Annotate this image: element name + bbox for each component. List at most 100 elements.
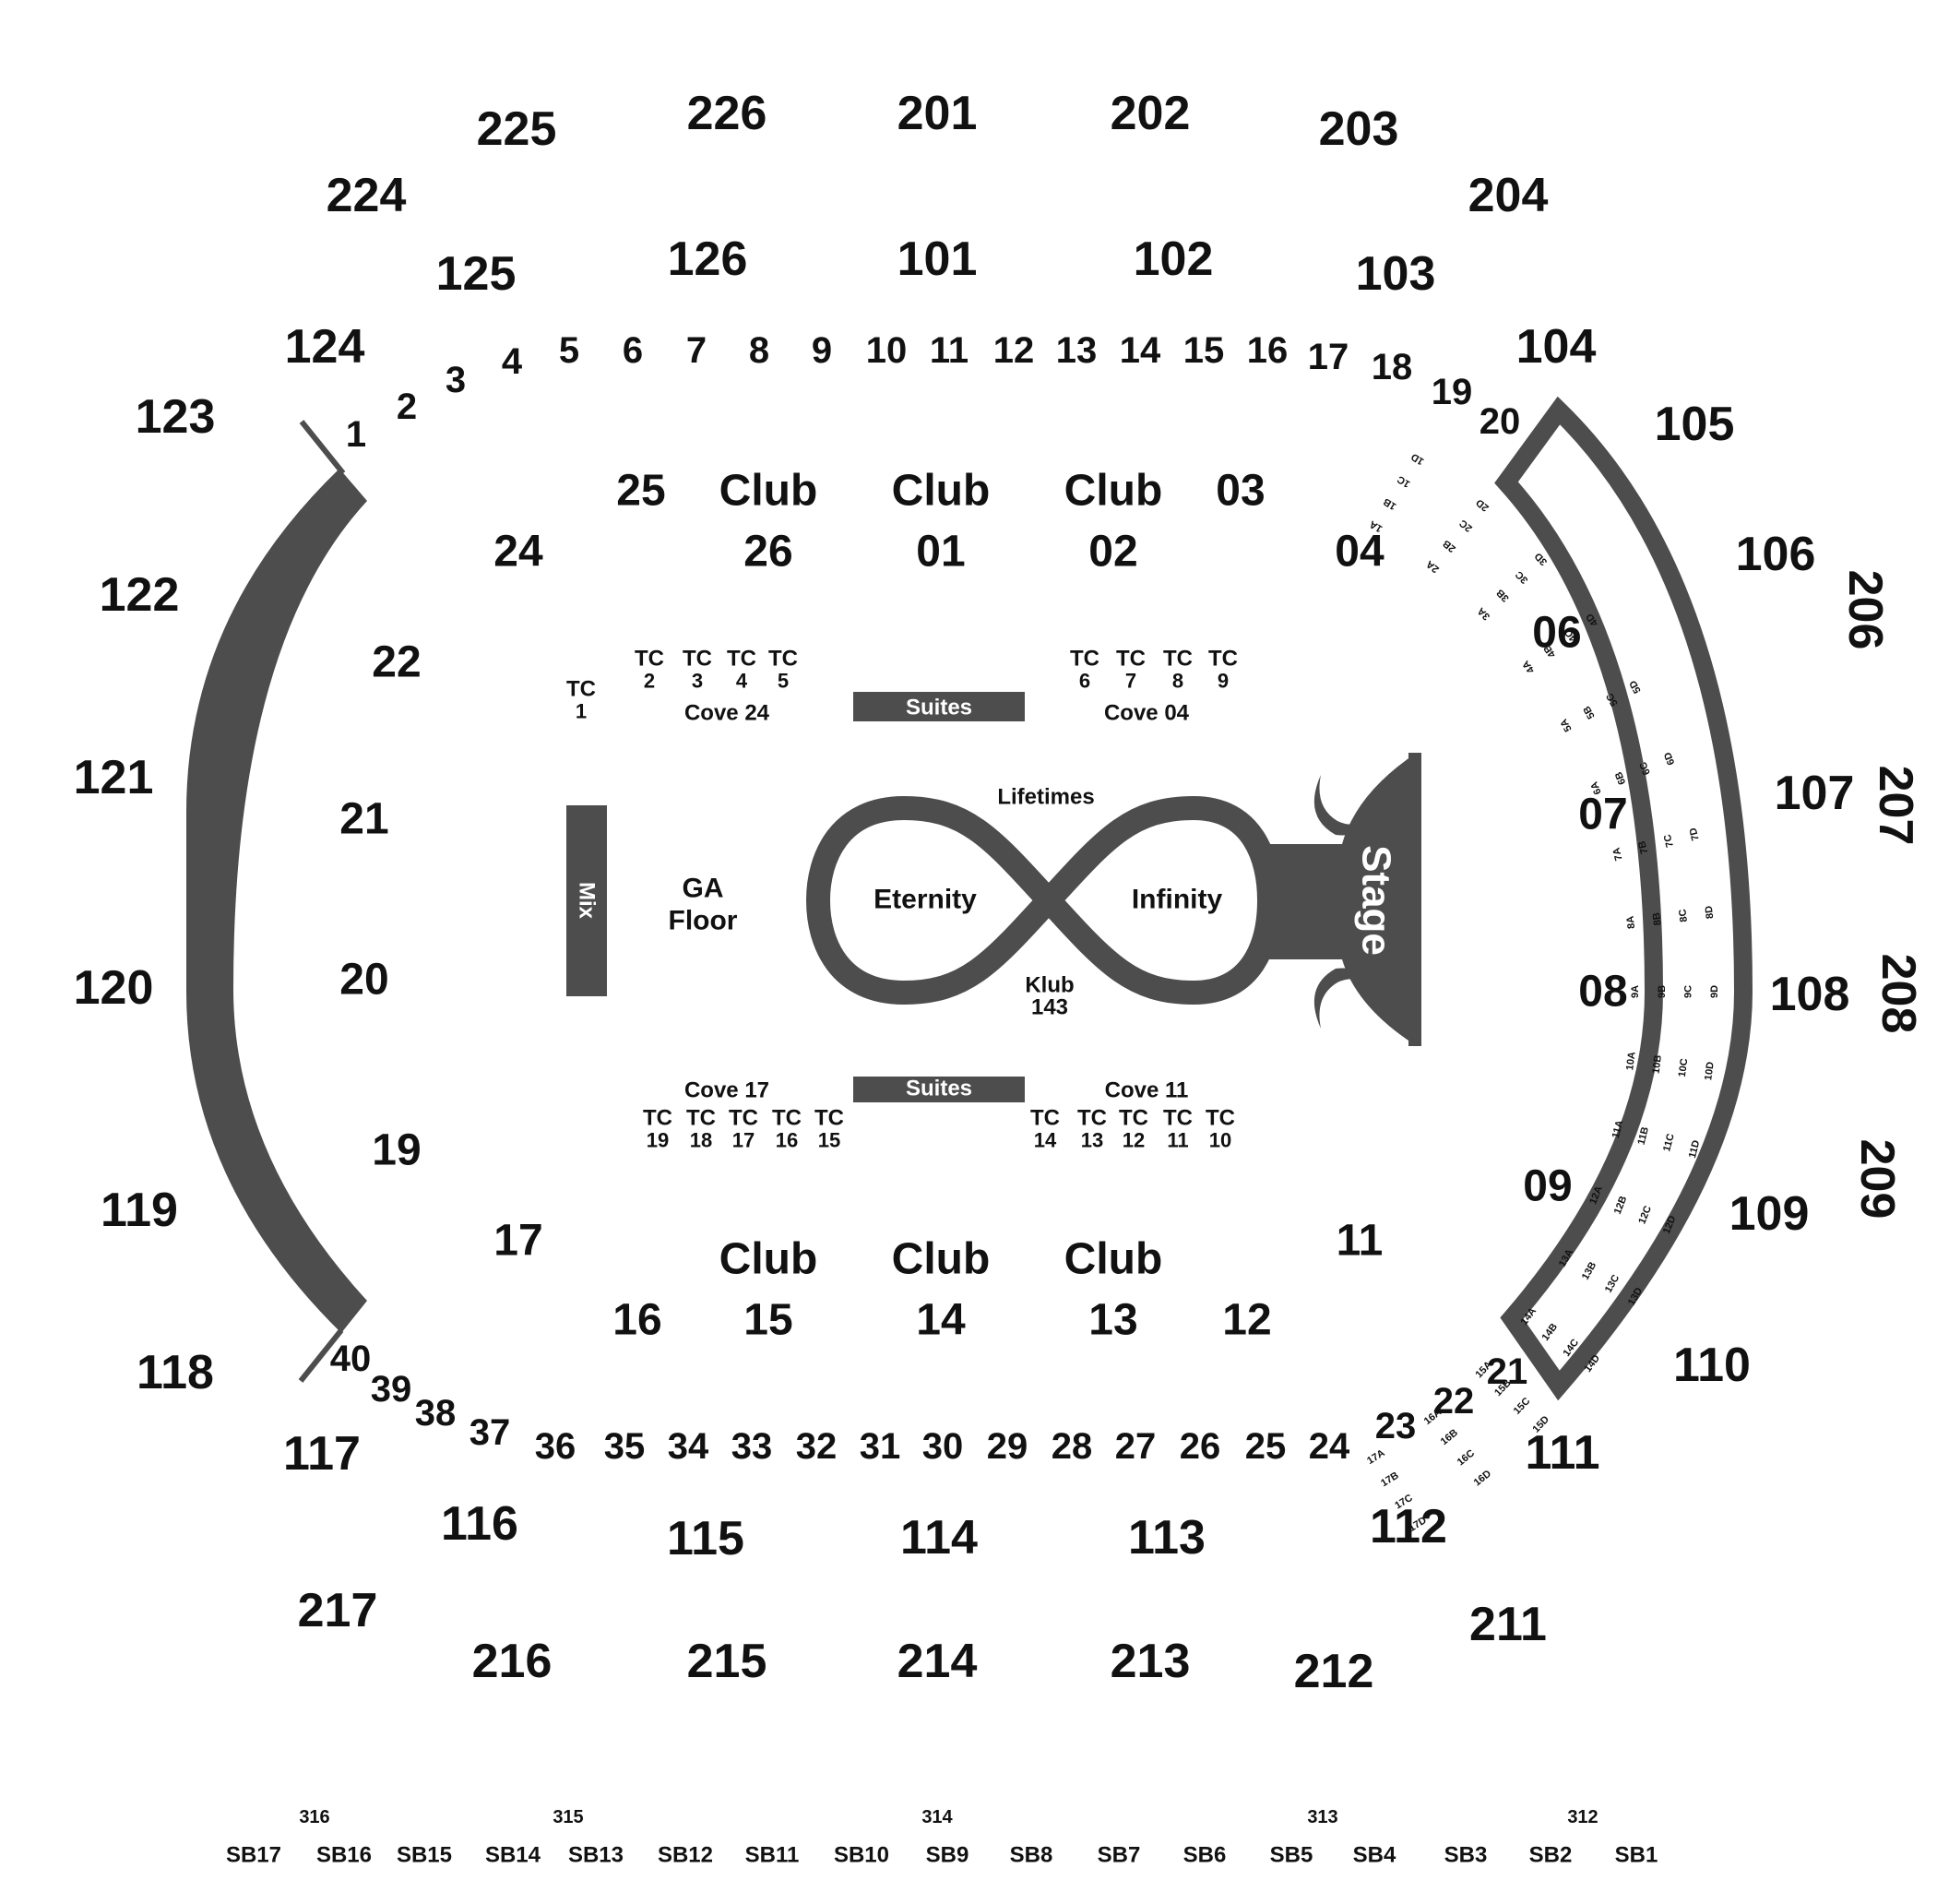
section-118[interactable]: 118 xyxy=(137,1346,214,1399)
inner-section-02-club[interactable]: Club xyxy=(1064,467,1163,516)
section-204[interactable]: 204 xyxy=(1468,169,1549,222)
floor-section-14[interactable]: 14 xyxy=(1120,330,1161,371)
table-18-number[interactable]: 18 xyxy=(690,1129,712,1152)
box-3D[interactable]: 3D xyxy=(1533,551,1550,567)
klub-label-1[interactable]: Klub xyxy=(1025,973,1074,998)
section-107[interactable]: 107 xyxy=(1775,767,1855,820)
floor-section-15[interactable]: 15 xyxy=(1183,330,1225,371)
inner-section-24[interactable]: 24 xyxy=(493,528,543,577)
inner-section-08[interactable]: 08 xyxy=(1578,968,1627,1017)
section-121[interactable]: 121 xyxy=(74,751,154,804)
table-2[interactable]: TC xyxy=(635,647,664,672)
floor-section-10[interactable]: 10 xyxy=(866,330,908,371)
floor-section-38[interactable]: 38 xyxy=(415,1393,457,1434)
box-1D[interactable]: 1D xyxy=(1409,451,1426,468)
table-7-number[interactable]: 7 xyxy=(1125,670,1136,693)
section-114[interactable]: 114 xyxy=(900,1511,978,1565)
inner-section-07[interactable]: 07 xyxy=(1578,791,1627,839)
box-8D[interactable]: 8D xyxy=(1704,905,1717,920)
table-1[interactable]: TC xyxy=(566,677,596,702)
section-125[interactable]: 125 xyxy=(436,247,517,301)
skybox-SB8[interactable]: SB8 xyxy=(1010,1843,1053,1868)
box-2D[interactable]: 2D xyxy=(1474,496,1491,513)
inner-section-13-club[interactable]: Club xyxy=(1064,1235,1163,1284)
floor-section-37[interactable]: 37 xyxy=(469,1412,511,1453)
skybox-SB16[interactable]: SB16 xyxy=(316,1843,372,1868)
box-17A[interactable]: 17A xyxy=(1365,1447,1387,1467)
inner-section-09[interactable]: 09 xyxy=(1523,1162,1572,1211)
box-6A[interactable]: 6A xyxy=(1588,779,1603,796)
section-106[interactable]: 106 xyxy=(1736,528,1816,581)
section-116[interactable]: 116 xyxy=(441,1497,518,1551)
section-112[interactable]: 112 xyxy=(1370,1500,1447,1553)
table-9-number[interactable]: 9 xyxy=(1218,670,1229,693)
section-113[interactable]: 113 xyxy=(1128,1511,1206,1565)
section-315[interactable]: 315 xyxy=(553,1807,583,1827)
box-15C[interactable]: 15C xyxy=(1512,1396,1533,1417)
section-202[interactable]: 202 xyxy=(1111,87,1191,140)
floor-section-9[interactable]: 9 xyxy=(812,330,832,371)
box-9D[interactable]: 9D xyxy=(1709,985,1720,998)
table-1-number[interactable]: 1 xyxy=(576,700,587,723)
box-5C[interactable]: 5C xyxy=(1604,691,1620,708)
section-109[interactable]: 109 xyxy=(1729,1187,1810,1241)
floor-section-13[interactable]: 13 xyxy=(1056,330,1098,371)
floor-section-25[interactable]: 25 xyxy=(1245,1426,1287,1467)
table-2-number[interactable]: 2 xyxy=(644,670,655,693)
section-226[interactable]: 226 xyxy=(687,87,767,140)
inner-section-03[interactable]: 03 xyxy=(1216,467,1265,516)
skybox-SB10[interactable]: SB10 xyxy=(834,1843,889,1868)
table-15-number[interactable]: 15 xyxy=(818,1129,840,1152)
inner-section-01-club[interactable]: Club xyxy=(892,467,991,516)
inner-section-06[interactable]: 06 xyxy=(1532,609,1581,658)
cove-4[interactable]: Cove 11 xyxy=(1105,1078,1189,1103)
inner-section-15-club[interactable]: Club xyxy=(719,1235,818,1284)
box-11B[interactable]: 11B xyxy=(1636,1125,1652,1146)
table-10-number[interactable]: 10 xyxy=(1209,1129,1231,1152)
skybox-SB2[interactable]: SB2 xyxy=(1529,1843,1573,1868)
box-5B[interactable]: 5B xyxy=(1581,704,1597,720)
box-11A[interactable]: 11A xyxy=(1610,1119,1626,1139)
table-5[interactable]: TC xyxy=(768,647,798,672)
section-110[interactable]: 110 xyxy=(1673,1339,1751,1392)
klub-label-2[interactable]: 143 xyxy=(1031,995,1068,1020)
table-16-number[interactable]: 16 xyxy=(776,1129,798,1152)
floor-section-1[interactable]: 1 xyxy=(346,414,366,455)
box-11C[interactable]: 11C xyxy=(1661,1133,1677,1153)
box-6C[interactable]: 6C xyxy=(1637,760,1652,777)
inner-section-13[interactable]: 13 xyxy=(1088,1296,1137,1345)
table-12-number[interactable]: 12 xyxy=(1123,1129,1145,1152)
floor-section-35[interactable]: 35 xyxy=(604,1426,646,1467)
table-8[interactable]: TC xyxy=(1163,647,1193,672)
floor-section-18[interactable]: 18 xyxy=(1372,347,1413,387)
table-18[interactable]: TC xyxy=(686,1106,716,1131)
inner-section-11[interactable]: 11 xyxy=(1337,1217,1384,1266)
inner-section-01[interactable]: 01 xyxy=(916,528,965,577)
box-9A[interactable]: 9A xyxy=(1630,985,1641,998)
box-5D[interactable]: 5D xyxy=(1627,678,1643,695)
section-213[interactable]: 213 xyxy=(1111,1635,1191,1688)
inner-section-02[interactable]: 02 xyxy=(1088,528,1137,577)
box-2A[interactable]: 2A xyxy=(1424,558,1442,575)
section-117[interactable]: 117 xyxy=(283,1427,361,1481)
ga-floor-label-1[interactable]: GA xyxy=(683,874,724,904)
box-9C[interactable]: 9C xyxy=(1682,985,1693,998)
inner-section-21[interactable]: 21 xyxy=(339,795,388,844)
box-7C[interactable]: 7C xyxy=(1662,833,1676,849)
inner-section-22[interactable]: 22 xyxy=(372,638,421,687)
box-10C[interactable]: 10C xyxy=(1677,1058,1690,1078)
table-11[interactable]: TC xyxy=(1163,1106,1193,1131)
table-16[interactable]: TC xyxy=(772,1106,802,1131)
box-10A[interactable]: 10A xyxy=(1624,1051,1637,1071)
box-16D[interactable]: 16D xyxy=(1472,1469,1493,1489)
floor-section-17[interactable]: 17 xyxy=(1308,337,1349,377)
table-8-number[interactable]: 8 xyxy=(1172,670,1183,693)
floor-section-4[interactable]: 4 xyxy=(502,341,523,382)
inner-section-20[interactable]: 20 xyxy=(339,956,388,1005)
box-16B[interactable]: 16B xyxy=(1439,1427,1460,1447)
suites-top-label[interactable]: Suites xyxy=(906,696,972,720)
table-13[interactable]: TC xyxy=(1077,1106,1107,1131)
infinity-label[interactable]: Infinity xyxy=(1132,885,1223,915)
section-312[interactable]: 312 xyxy=(1567,1807,1598,1827)
box-6B[interactable]: 6B xyxy=(1613,770,1628,787)
